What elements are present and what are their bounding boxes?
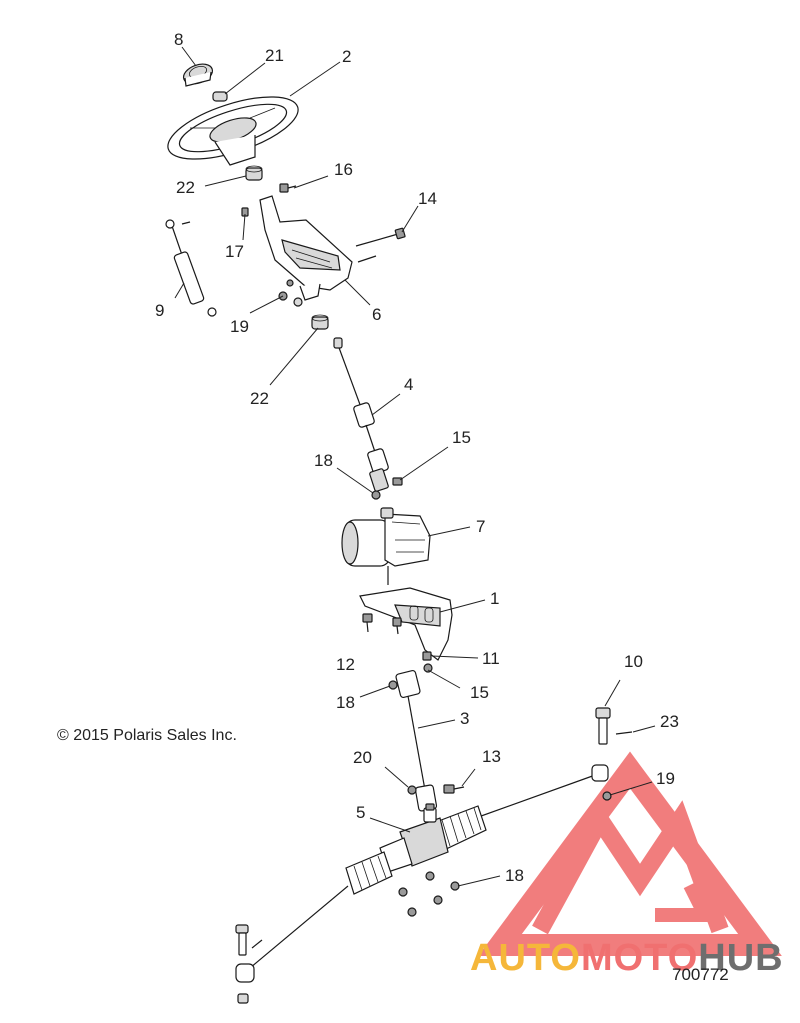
- callout-11: 11: [482, 649, 500, 668]
- part-15-bolt-middle: [423, 663, 433, 673]
- callout-18-upper: 18: [314, 451, 333, 470]
- part-15-bolt-upper: [392, 477, 403, 486]
- callout-20: 20: [353, 748, 372, 767]
- part-13-bolt: [443, 784, 465, 794]
- watermark-m-shape: [532, 800, 729, 935]
- part-21-nut: [212, 91, 228, 102]
- part-3-lower-shaft: [395, 669, 438, 812]
- watermark-text: AUTOMOTOHUB: [470, 937, 784, 979]
- watermark-logo: [478, 751, 782, 956]
- callout-1: 1: [490, 589, 499, 608]
- part-11-nut: [422, 651, 432, 661]
- part-10-bolt: [595, 707, 611, 745]
- part-22-bushing-lower: [311, 314, 329, 330]
- part-8-horn-cap: [182, 63, 214, 87]
- part-9-gas-strut: [165, 219, 217, 317]
- part-4-upper-shaft: [333, 337, 389, 492]
- callout-23: 23: [660, 712, 679, 731]
- part-7-eps-unit: [341, 507, 431, 585]
- callout-10: 10: [624, 652, 643, 671]
- leader-lines: [174, 46, 656, 887]
- callout-21: 21: [265, 46, 284, 65]
- part-1-mount-bracket: [359, 587, 453, 661]
- callout-19-lower: 19: [656, 769, 675, 788]
- callout-9: 9: [155, 301, 164, 320]
- callout-labels: 8 21 2 22 16 14 17 9 19 6 22 4 15 18 7 1…: [155, 30, 679, 885]
- callout-22-lower: 22: [250, 389, 269, 408]
- callout-18-lower: 18: [505, 866, 524, 885]
- callout-15-upper: 15: [452, 428, 471, 447]
- part-12-bolts: [362, 613, 402, 635]
- part-5-steering-rack: [235, 764, 609, 1004]
- part-23-cotter-pin: [615, 731, 633, 735]
- callout-5: 5: [356, 803, 365, 822]
- callout-17: 17: [225, 242, 244, 261]
- callout-18-middle: 18: [336, 693, 355, 712]
- tie-rod-bolt-lower: [235, 924, 263, 956]
- part-19-nut-lower: [602, 791, 612, 801]
- part-6-column-bracket: [259, 195, 353, 307]
- part-18-nut-middle: [388, 680, 398, 690]
- callout-15-middle: 15: [470, 683, 489, 702]
- callout-4: 4: [404, 375, 413, 394]
- diagram-number: 700772: [672, 965, 729, 984]
- part-22-bushing-upper: [245, 165, 263, 181]
- part-2-steering-wheel: [167, 96, 299, 166]
- callout-14: 14: [418, 189, 437, 208]
- part-16-bolt: [279, 183, 297, 193]
- callout-2: 2: [342, 47, 351, 66]
- callout-6: 6: [372, 305, 381, 324]
- callout-3: 3: [460, 709, 469, 728]
- watermark-hub: HUB: [698, 937, 783, 979]
- callout-7: 7: [476, 517, 485, 536]
- watermark-auto: AUTO: [470, 937, 581, 979]
- part-18-nuts-lower: [398, 871, 460, 917]
- callout-22-upper: 22: [176, 178, 195, 197]
- part-18-nut-upper: [371, 490, 381, 500]
- callout-13: 13: [482, 747, 501, 766]
- callout-16: 16: [334, 160, 353, 179]
- part-14-bolts: [355, 227, 406, 263]
- copyright-notice: © 2015 Polaris Sales Inc.: [57, 727, 237, 744]
- callout-19-upper: 19: [230, 317, 249, 336]
- part-20-nut: [407, 785, 417, 795]
- watermark-g-shape: [655, 881, 717, 922]
- part-19-nuts-upper: [278, 279, 294, 301]
- watermark-moto: MOTO: [581, 937, 698, 979]
- callout-8: 8: [174, 30, 183, 49]
- callout-12: 12: [336, 655, 355, 674]
